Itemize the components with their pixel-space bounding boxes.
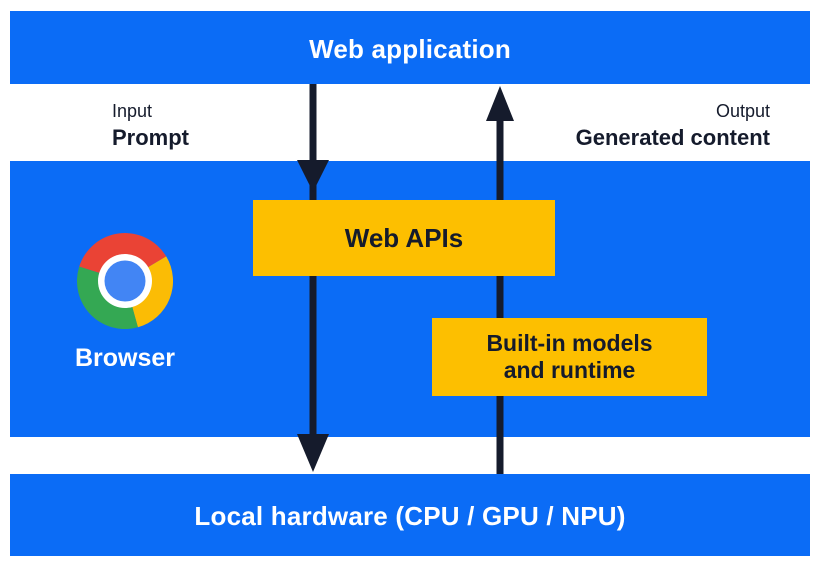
browser-label: Browser (74, 344, 176, 372)
chrome-icon (76, 233, 174, 330)
output-label-block: Output Generated content (576, 101, 770, 150)
chrome-icon-svg (76, 233, 174, 330)
input-title: Input (112, 101, 153, 121)
local-hardware-bar: Local hardware (CPU / GPU / NPU) (10, 474, 810, 556)
builtin-models-line1: Built-in models (486, 330, 653, 356)
web-application-label: Web application (309, 34, 511, 64)
output-title: Output (715, 101, 770, 121)
output-value-generated-content: Generated content (575, 124, 770, 150)
builtin-models-line2: and runtime (503, 357, 636, 383)
builtin-models-box: Built-in models and runtime (432, 318, 707, 396)
web-apis-box: Web APIs (253, 200, 555, 276)
local-hardware-label: Local hardware (CPU / GPU / NPU) (194, 501, 626, 531)
input-value-prompt: Prompt (112, 124, 189, 150)
web-apis-label: Web APIs (344, 222, 464, 253)
web-application-bar: Web application (10, 11, 810, 84)
input-label-block: Input Prompt (112, 101, 189, 150)
